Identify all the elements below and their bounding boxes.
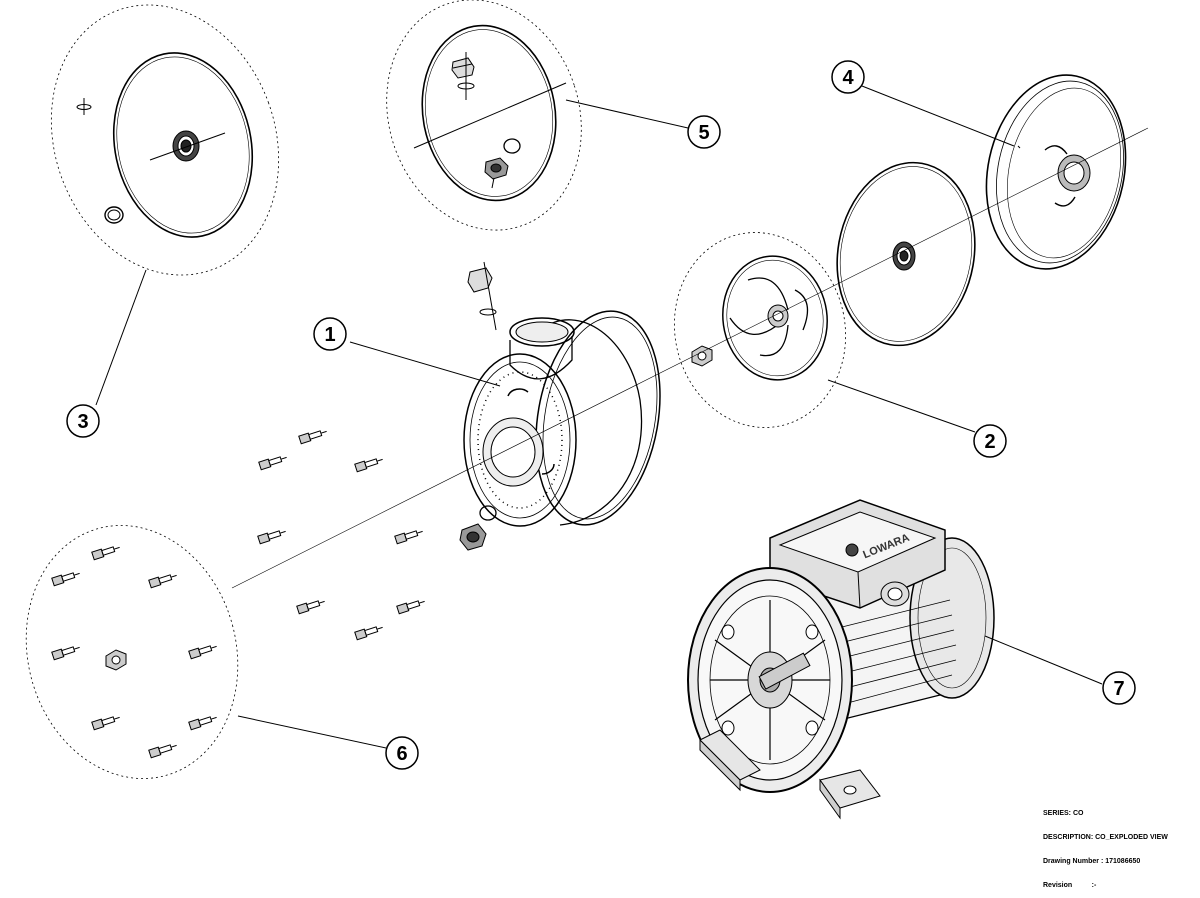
callout-6: 6 [385, 736, 419, 770]
callout-2-label: 2 [984, 431, 995, 453]
impeller-nut [691, 345, 713, 367]
callout-7: 7 [1102, 671, 1136, 705]
washer-small [76, 98, 92, 115]
part-7-motor: LOWARA [687, 499, 1103, 820]
group-2-impeller [673, 232, 976, 433]
shaft-seal [892, 241, 916, 271]
casing-bolts [257, 430, 425, 641]
callout-1-label: 1 [324, 324, 335, 346]
title-revision: Revision :- [1043, 882, 1097, 889]
callout-5-label: 5 [698, 122, 709, 144]
drain-plug-bottom [484, 138, 521, 189]
callout-2: 2 [973, 424, 1007, 458]
o-ring-gasket [112, 52, 254, 238]
motor-flange [687, 567, 853, 793]
o-ring-small [104, 206, 124, 224]
exploded-view-drawing: LOWARA [25, 0, 1149, 820]
drain-plug-top [451, 52, 475, 100]
casing-o-ring [836, 161, 976, 347]
group-3-seal-kit [50, 4, 280, 406]
callout-4-label: 4 [842, 67, 854, 89]
callout-7-label: 7 [1113, 678, 1124, 700]
title-series: SERIES: CO [1043, 810, 1084, 817]
motor-foot-left [699, 729, 761, 792]
group-6-bolt-kit [25, 525, 387, 779]
title-block: SERIES: CO DESCRIPTION: CO_EXPLODED VIEW… [1043, 794, 1168, 898]
motor-foot-right [819, 769, 881, 820]
part-1-pump-casing [349, 261, 661, 551]
assembly-axis [231, 127, 1149, 589]
callout-6-label: 6 [396, 743, 407, 765]
title-description: DESCRIPTION: CO_EXPLODED VIEW [1043, 834, 1168, 841]
terminal-box: LOWARA [769, 499, 946, 609]
drain-plug [459, 505, 497, 551]
motor-shaft [758, 652, 811, 690]
discharge-port [509, 317, 575, 347]
callout-4: 4 [831, 60, 865, 94]
fill-plug [467, 261, 497, 331]
title-drawing-number: Drawing Number : 171086650 [1043, 858, 1141, 865]
callout-1: 1 [313, 317, 347, 351]
group-5-plug-kit [386, 0, 689, 231]
callout-3-label: 3 [77, 411, 88, 433]
kit-nut [105, 649, 127, 671]
callout-3: 3 [66, 404, 100, 438]
callout-5: 5 [687, 115, 721, 149]
mechanical-seal [172, 130, 200, 162]
